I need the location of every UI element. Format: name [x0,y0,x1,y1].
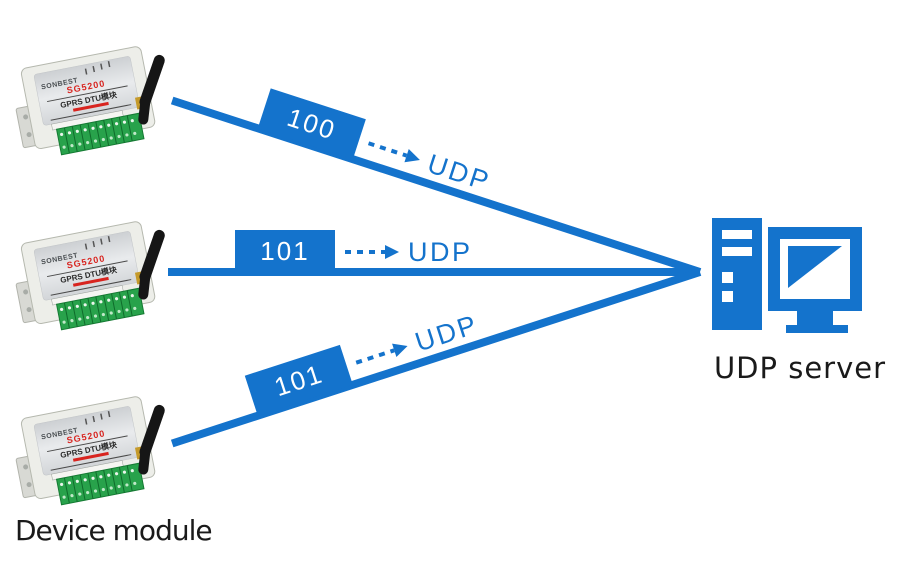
connection-line [170,268,702,448]
protocol-label: UDP [408,237,473,267]
port-label-box [235,230,335,272]
server-caption: UDP server [714,351,886,385]
screen-triangle [788,246,842,288]
port-label: 101 [260,236,309,266]
device-module-1 [9,43,174,162]
tower-slot [722,247,752,256]
device-module-2 [9,218,174,337]
device-module-caption: Device module [15,514,212,547]
dashed-arrow-line [367,141,408,158]
device-module-3 [9,393,174,512]
dashed-arrow-head-icon [392,343,408,357]
port-label-box [257,88,366,160]
dashed-arrow-head-icon [385,245,399,259]
connection-2: 101 UDP [168,230,700,276]
tower-button [722,272,733,283]
monitor-stand-neck [797,311,833,325]
udp-server-icon [712,218,862,333]
dashed-arrow-head-icon [404,148,420,163]
tower-button [722,291,733,302]
dashed-arrow-line [355,348,395,365]
monitor-stand-base [786,325,848,333]
tower-slot [722,230,752,239]
port-label-box [244,344,353,416]
